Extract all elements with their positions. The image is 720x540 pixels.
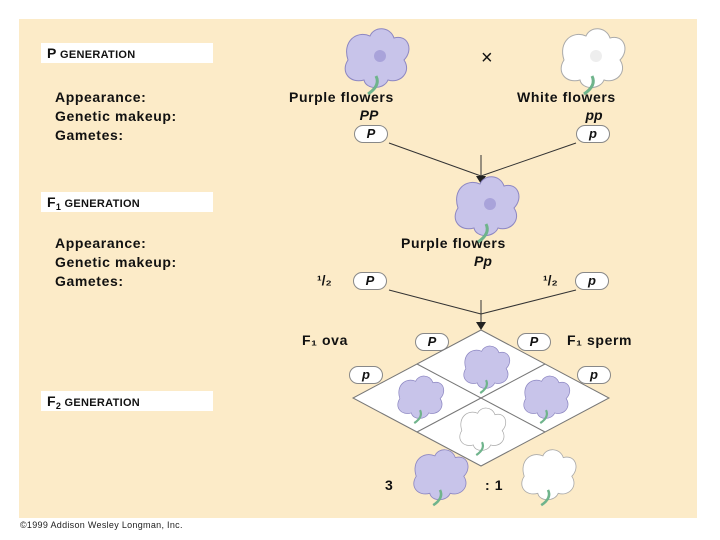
parent2-gamete: p xyxy=(576,125,610,143)
sperm-gamete-bottom: p xyxy=(577,366,611,384)
f1-gamete-right-fraction: ¹/₂ xyxy=(543,272,558,288)
f1-genotype: Pp xyxy=(474,253,492,269)
punnett-square xyxy=(351,329,611,467)
p-right-line xyxy=(480,142,577,177)
f1-ova-label: F₁ ova xyxy=(302,332,348,348)
parent1-appearance: Purple flowers xyxy=(289,89,394,105)
f1-gamete-left: P xyxy=(353,272,387,290)
parent2-white-flower-icon xyxy=(560,28,626,96)
f2-generation-tag: F2 GENERATION xyxy=(41,391,213,411)
p-gametes-label: Gametes: xyxy=(55,127,124,143)
copyright-notice: ©1999 Addison Wesley Longman, Inc. xyxy=(20,520,183,530)
f1-gametes-label: Gametes: xyxy=(55,273,124,289)
f1-generation-tag-letter: F xyxy=(47,194,56,210)
f1-appearance: Purple flowers xyxy=(401,235,506,251)
ratio-white-count: : 1 xyxy=(485,477,504,493)
f1-arrow-head xyxy=(476,322,486,330)
p-left-line xyxy=(388,142,482,177)
f1-purple-flower-icon xyxy=(454,176,520,244)
ratio-purple-count: 3 xyxy=(385,477,394,493)
cross-lines xyxy=(388,142,577,315)
ratio-white-flower-icon xyxy=(521,449,577,507)
parent1-gamete: P xyxy=(354,125,388,143)
f1-left-line xyxy=(388,289,482,315)
punnett-divider-2 xyxy=(416,363,546,433)
f1-generation-tag: F1 GENERATION xyxy=(41,192,213,212)
punnett-left-purple-flower-icon xyxy=(397,375,445,424)
f1-genetic-makeup-label: Genetic makeup: xyxy=(55,254,177,270)
p-generation-tag-text: GENERATION xyxy=(60,49,136,61)
p-generation-tag: P GENERATION xyxy=(41,43,213,63)
f2-generation-tag-sub: 2 xyxy=(55,401,62,412)
parent1-genotype: PP xyxy=(359,107,379,123)
p-arrow-head xyxy=(476,176,486,184)
parent2-genotype: pp xyxy=(585,107,603,123)
cross-symbol: × xyxy=(481,47,494,69)
ratio-purple-flower-icon xyxy=(413,449,469,507)
punnett-bottom-white-flower-icon xyxy=(459,407,507,456)
parent1-purple-flower-icon xyxy=(344,28,410,96)
f1-generation-tag-sub: 1 xyxy=(55,202,62,213)
f2-generation-tag-text: GENERATION xyxy=(64,397,141,409)
parent2-appearance: White flowers xyxy=(517,89,616,105)
f1-appearance-label: Appearance: xyxy=(55,235,147,251)
f2-generation-tag-letter: F xyxy=(47,393,56,409)
sperm-gamete-top: P xyxy=(517,333,551,351)
p-generation-tag-letter: P xyxy=(47,45,57,61)
ova-gamete-bottom: p xyxy=(349,366,383,384)
punnett-top-purple-flower-icon xyxy=(463,345,511,394)
ova-gamete-top: P xyxy=(415,333,449,351)
p-appearance-label: Appearance: xyxy=(55,89,147,105)
punnett-right-purple-flower-icon xyxy=(523,375,571,424)
f1-gamete-right: p xyxy=(575,272,609,290)
arrows xyxy=(476,155,486,330)
p-genetic-makeup-label: Genetic makeup: xyxy=(55,108,177,124)
diagram-panel: P GENERATION Appearance: Genetic makeup:… xyxy=(19,19,697,518)
f1-right-line xyxy=(480,289,577,315)
f1-generation-tag-text: GENERATION xyxy=(64,198,141,210)
f1-gamete-left-fraction: ¹/₂ xyxy=(317,272,332,288)
f1-sperm-label: F₁ sperm xyxy=(567,332,633,348)
